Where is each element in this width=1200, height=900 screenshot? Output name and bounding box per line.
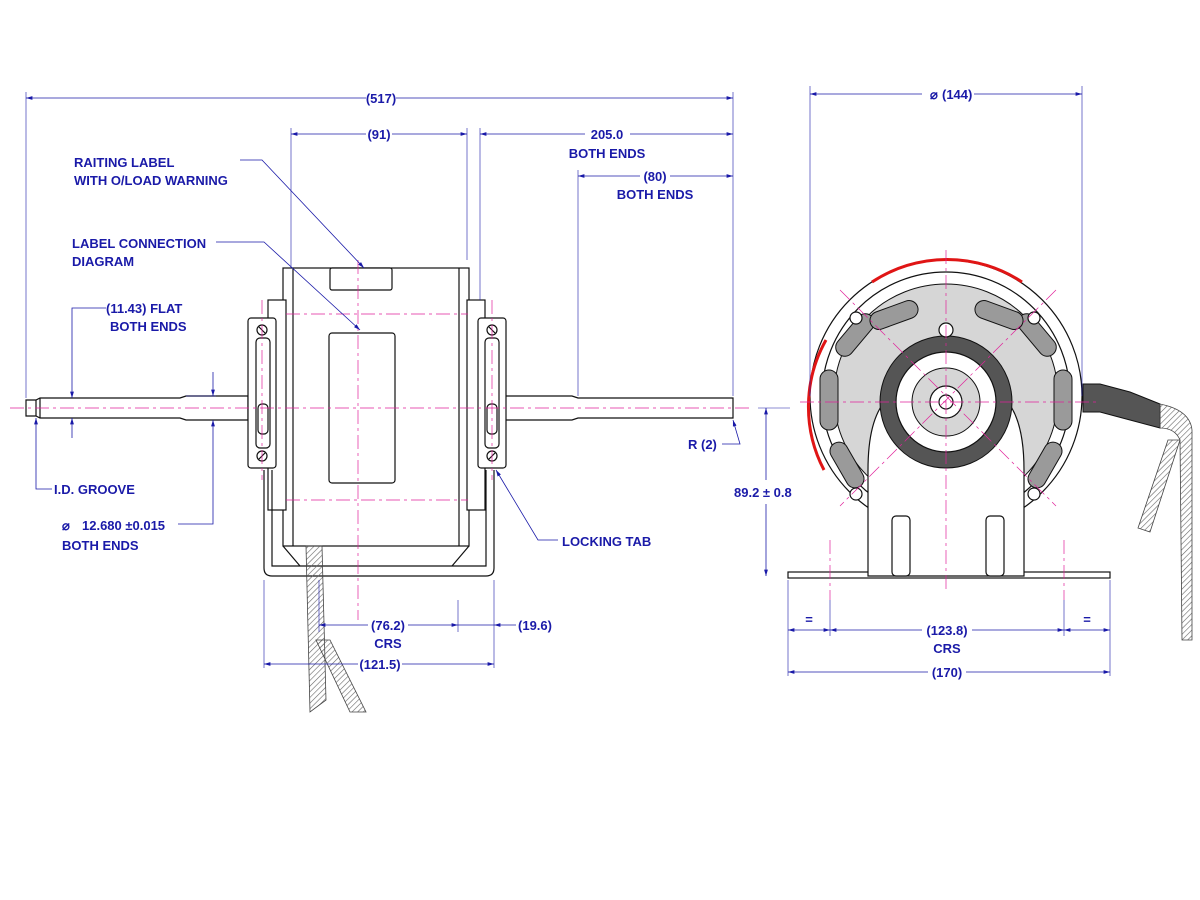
diameter-dim: (144) [942,87,972,102]
warning-arc-top [871,258,1023,284]
radius-label: R (2) [688,437,717,452]
overall-length-dim: (517) [366,91,396,106]
slot-crs-note: CRS [933,641,961,656]
motor-body [282,267,470,547]
warning-arc-left [806,339,828,471]
mount-crs-note: CRS [374,636,402,651]
connection-label-callout-line1: LABEL CONNECTION [72,236,206,251]
flat-dim-line2: BOTH ENDS [110,319,187,334]
shaft-extension-dim: 205.0 [591,127,624,142]
mount-crs-dim: (76.2) [371,618,405,633]
flat-length-note: BOTH ENDS [617,187,694,202]
shaft-dia-dim: 12.680 ±0.015 [82,518,165,533]
shaft-extension-note: BOTH ENDS [569,146,646,161]
slot-crs-dim: (123.8) [926,623,967,638]
shaft-dia-symbol: ⌀ [62,518,70,533]
end-view: ⌀ (144) 89.2 ± 0.8 = = (123.8) CRS (170) [734,86,1193,680]
base-width-dim: (121.5) [359,657,400,672]
locking-tab-label: LOCKING TAB [562,534,651,549]
left-end-bracket [247,299,287,511]
shaft-height-dim: 89.2 ± 0.8 [734,485,792,500]
tab-offset-dim: (19.6) [518,618,552,633]
equal-left: = [805,612,813,627]
rating-label-callout-line2: WITH O/LOAD WARNING [74,173,228,188]
diameter-symbol: ⌀ [930,87,938,102]
connection-label-callout-line2: DIAGRAM [72,254,134,269]
base-length-dim: (170) [932,665,962,680]
flat-length-dim: (80) [643,169,666,184]
groove-label: I.D. GROOVE [54,482,135,497]
side-view: (517) (91) 205.0 BOTH ENDS (80) BOTH END… [10,91,750,713]
equal-right: = [1083,612,1091,627]
lead-wires [305,545,367,713]
mounting-base [263,470,495,577]
shaft-dia-note: BOTH ENDS [62,538,139,553]
rating-label-callout-line1: RAITING LABEL [74,155,174,170]
power-cable [1082,383,1193,641]
vent-slots [819,300,1073,489]
flat-dim-line1: (11.43) FLAT [106,301,182,316]
body-length-dim: (91) [367,127,390,142]
